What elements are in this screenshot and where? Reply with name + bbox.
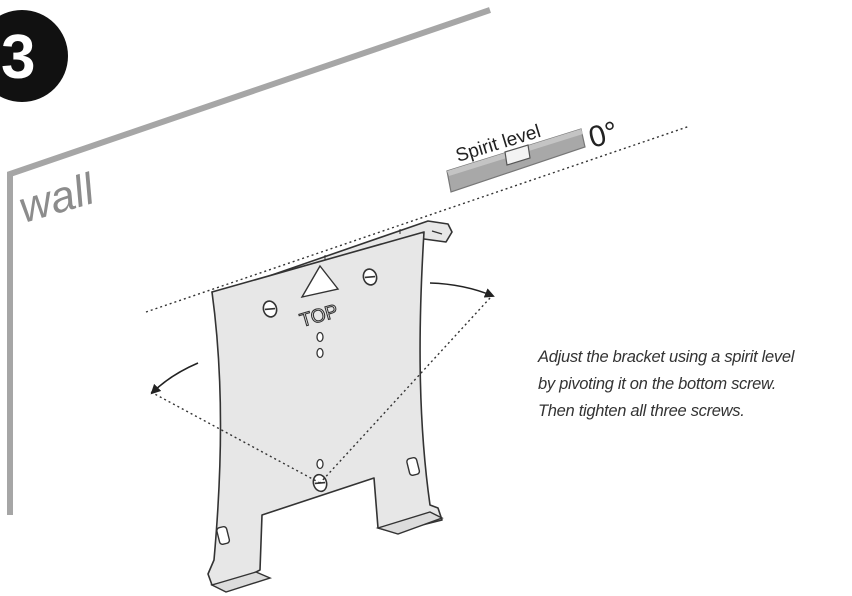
- wall-outline: [7, 7, 491, 515]
- mounting-bracket: [207, 220, 453, 593]
- screw-icon: [262, 300, 278, 318]
- arrow-left-icon: [150, 362, 199, 395]
- instruction-line: Adjust the bracket using a spirit level: [538, 348, 795, 366]
- instruction-line: by pivoting it on the bottom screw.: [538, 375, 777, 393]
- screw-icon: [362, 268, 378, 286]
- step-number: 3: [1, 23, 35, 92]
- instruction-line: Then tighten all three screws.: [538, 402, 745, 420]
- angle-label: 0°: [585, 115, 621, 154]
- arrow-right-icon: [429, 282, 495, 298]
- spirit-level: [446, 128, 586, 193]
- pivot-line-left: [150, 391, 321, 484]
- instruction-text: Adjust the bracket using a spirit level …: [538, 344, 852, 425]
- wall-label: wall: [13, 164, 101, 232]
- level-reference-line: [145, 125, 691, 313]
- step-badge: [0, 10, 68, 102]
- pivot-line-right: [319, 297, 491, 484]
- spirit-level-vial: [504, 144, 531, 166]
